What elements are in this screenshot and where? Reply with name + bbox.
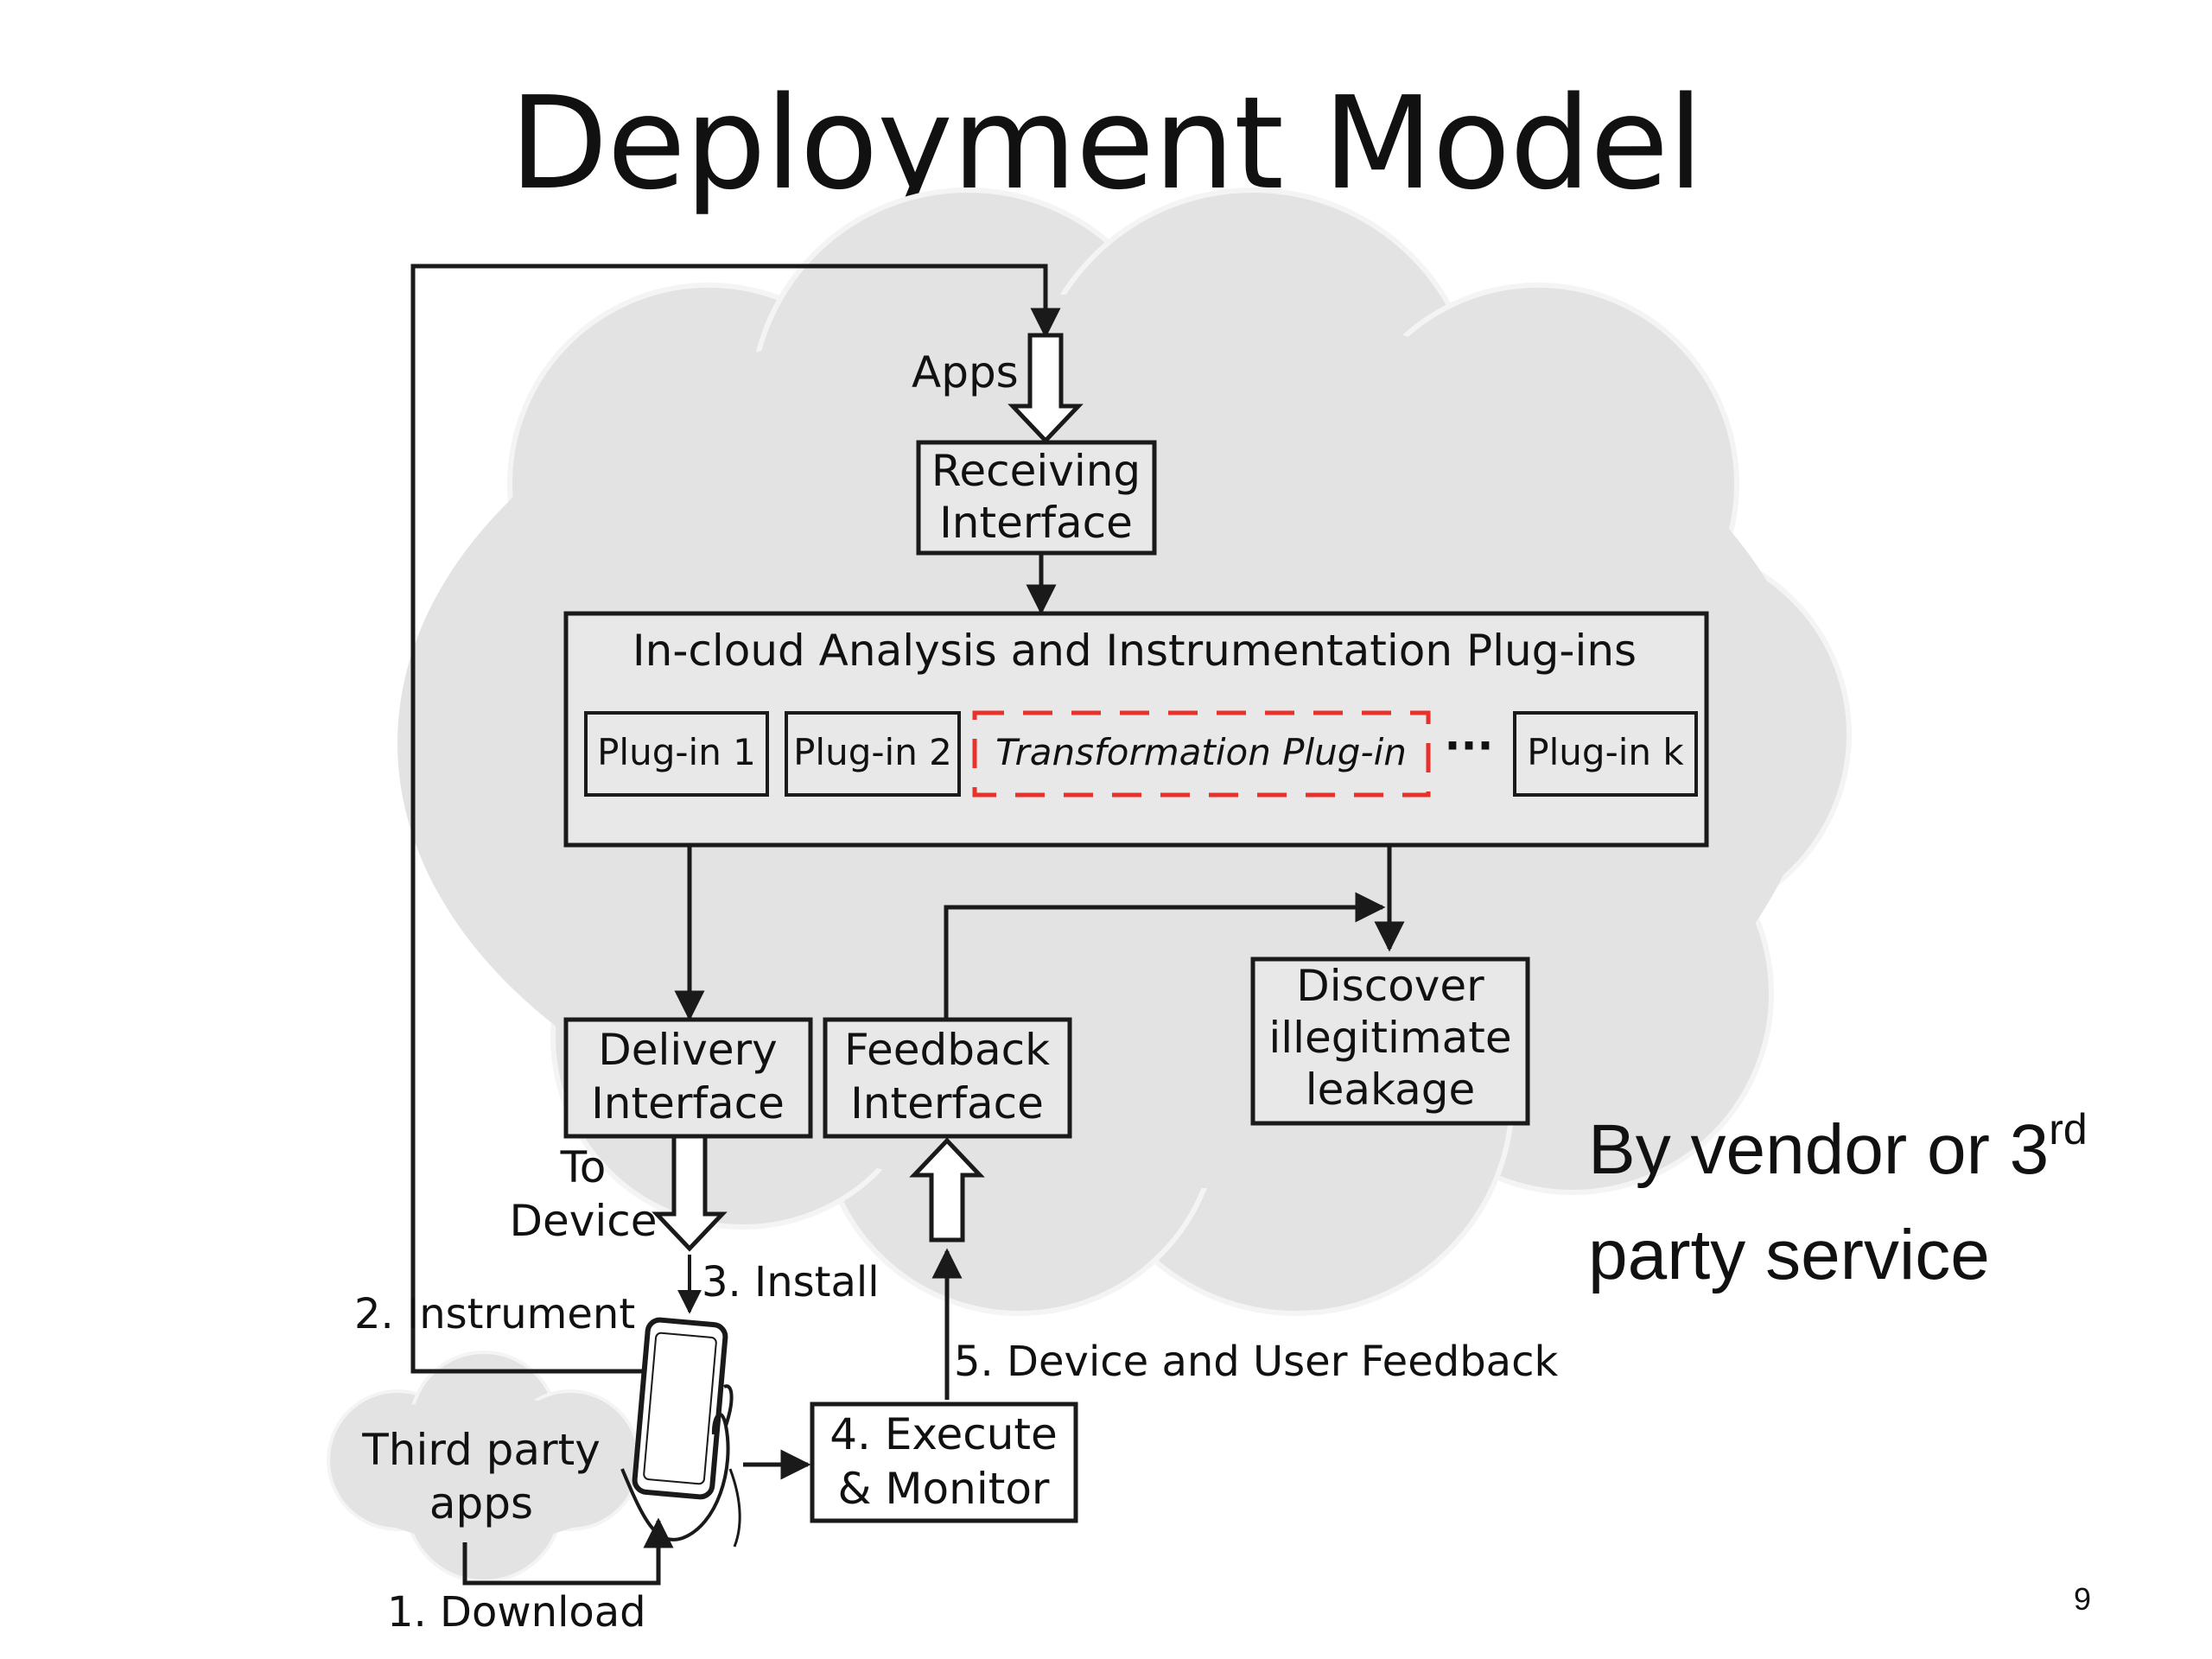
side-note: By vendor or 3rd party service	[1588, 1097, 2193, 1308]
svg-text:Delivery: Delivery	[598, 1025, 778, 1075]
feedback-to-discover-arrow	[944, 892, 1386, 1020]
third-party-apps-label-1: Third party	[361, 1425, 601, 1475]
side-note-line-1: By vendor or 3	[1588, 1110, 2050, 1189]
transformation-plugin-box: Transformation Plug-in	[972, 710, 1431, 798]
svg-text:Plug-in k: Plug-in k	[1527, 731, 1684, 773]
svg-text:Interface: Interface	[850, 1078, 1044, 1128]
to-device-hollow-arrow	[652, 1134, 728, 1252]
third-party-apps-label-2: apps	[429, 1478, 533, 1529]
apps-label: Apps	[912, 347, 1019, 397]
svg-text:illegitimate: illegitimate	[1268, 1013, 1511, 1063]
apps-hollow-arrow	[1007, 333, 1084, 444]
slide-title: Deployment Model	[509, 69, 1704, 218]
receiving-interface-box: Receiving Interface	[916, 440, 1157, 556]
install-step-label: 3. Install	[702, 1258, 880, 1306]
svg-text:Interface: Interface	[939, 498, 1133, 548]
svg-text:Receiving: Receiving	[931, 446, 1141, 496]
to-device-label-1: To	[560, 1142, 607, 1192]
phone-in-hand-icon	[620, 1317, 741, 1548]
instrument-loop-line	[410, 264, 1061, 1374]
instrument-step-label: 2. Instrument	[354, 1290, 635, 1338]
delivery-interface-box: Delivery Interface	[563, 1017, 813, 1139]
feedback-step-label: 5. Device and User Feedback	[954, 1338, 1558, 1386]
download-arrow	[462, 1517, 674, 1586]
download-step-label: 1. Download	[387, 1588, 646, 1637]
to-device-label-2: Device	[510, 1196, 658, 1246]
svg-text:leakage: leakage	[1306, 1065, 1476, 1115]
feedback-hollow-arrow	[909, 1137, 985, 1243]
svg-text:In-cloud Analysis and Instrume: In-cloud Analysis and Instrumentation Pl…	[632, 626, 1637, 676]
svg-text:Plug-in 1: Plug-in 1	[597, 731, 756, 773]
svg-text:Interface: Interface	[591, 1078, 785, 1128]
page-number: 9	[2074, 1581, 2092, 1617]
svg-text:Discover: Discover	[1296, 961, 1484, 1011]
svg-text:4. Execute: 4. Execute	[830, 1409, 1058, 1459]
feedback-interface-box: Feedback Interface	[823, 1017, 1072, 1139]
execute-monitor-box: 4. Execute & Monitor	[810, 1402, 1078, 1523]
discover-leakage-box: Discover illegitimate leakage	[1250, 957, 1530, 1126]
svg-text:Feedback: Feedback	[844, 1025, 1050, 1075]
plugin-2-box: Plug-in 2	[785, 711, 961, 797]
side-note-line-2: party service	[1588, 1216, 1990, 1294]
third-party-cloud	[327, 1351, 641, 1583]
svg-text:& Monitor: & Monitor	[838, 1464, 1050, 1514]
svg-text:Transformation Plug-in: Transformation Plug-in	[995, 731, 1407, 773]
plugin-k-box: Plug-in k	[1513, 711, 1698, 797]
side-note-superscript: rd	[2049, 1105, 2088, 1154]
plugin-1-box: Plug-in 1	[584, 711, 769, 797]
svg-text:Plug-in 2: Plug-in 2	[793, 731, 952, 773]
plugin-ellipsis: ···	[1445, 721, 1494, 771]
